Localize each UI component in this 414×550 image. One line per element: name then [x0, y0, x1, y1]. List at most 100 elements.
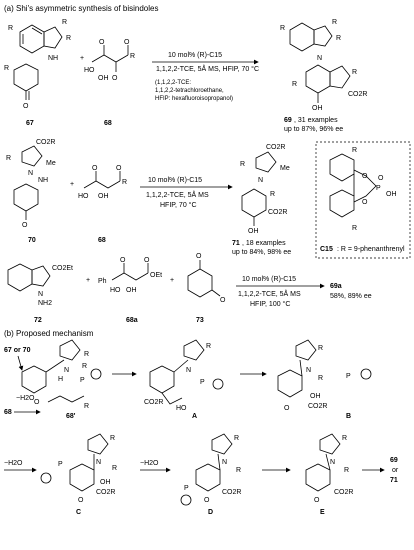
atom-R5: R	[130, 53, 135, 60]
compound-73: O O 73	[187, 253, 226, 324]
p71-atom-CO2R: CO2R	[266, 144, 285, 151]
p69-atom-R1: R	[332, 19, 337, 26]
r72-atom-NH2: NH2	[38, 300, 52, 307]
mD-atom-N: N	[222, 459, 227, 466]
label-E: E	[320, 509, 325, 516]
label-68: 68	[104, 120, 112, 127]
reaction1-note2: 1,1,2,2-tetrachloroethane,	[155, 88, 224, 94]
mD-atom-R1: R	[234, 435, 239, 442]
atom-R2: R	[66, 35, 71, 42]
mB-atom-O: O	[284, 405, 290, 412]
catalyst-dot-1	[90, 368, 102, 380]
section-b-title: (b) Proposed mechanism	[4, 329, 94, 338]
atom-OH: OH	[98, 75, 109, 82]
compound-68-second: O O R HO OH 68	[78, 165, 127, 244]
mA-atom-HO: HO	[176, 405, 187, 412]
mech-start-arrow	[17, 355, 24, 371]
cat-atom-R2: R	[352, 225, 357, 232]
catalyst-box-frame	[315, 141, 411, 259]
atom-HO: HO	[84, 67, 95, 74]
atom-O-68c: O	[124, 39, 130, 46]
p69-atom-N: N	[317, 55, 322, 62]
cat-atom-R1: R	[352, 147, 357, 154]
m68p-atom-O: O	[34, 399, 40, 406]
catalyst-dot-A	[212, 378, 224, 390]
intermediate-A: R N CO2R HO P A	[144, 339, 224, 420]
intermediate-B: R N R P OH CO2R O B	[277, 339, 372, 420]
mC-atom-O: O	[78, 497, 84, 504]
label-68-second: 68	[98, 237, 106, 244]
section-a-title: (a) Shi's asymmetric synthesis of bisind…	[4, 4, 158, 13]
r68a-atom-HO: HO	[110, 287, 121, 294]
atom-O-68b: O	[112, 75, 118, 82]
m68p-atom-R5: R	[84, 403, 89, 410]
r73-atom-O2: O	[220, 297, 226, 304]
reaction3-catalyst: 10 mol% (R)-C15	[242, 276, 296, 283]
catalyst-dot-D	[180, 494, 192, 506]
atom-R1: R	[62, 19, 67, 26]
r68a-atom-O1: O	[120, 257, 126, 264]
r68b-atom-R5: R	[122, 179, 127, 186]
r68a-atom-OH: OH	[126, 287, 137, 294]
cat-atom-O2: O	[362, 199, 368, 206]
m68p-atom-R1: R	[82, 363, 87, 370]
reaction3-conditions2: HFIP, 100 °C	[250, 300, 290, 308]
intermediate-E: R N R CO2R O E	[305, 433, 353, 516]
catalyst-desc: : R = 9-phenanthrenyl	[337, 246, 405, 253]
cat-atom-O1: O	[362, 173, 368, 180]
p69-yield: up to 87%, 96% ee	[284, 126, 343, 133]
catalyst-dot-C	[40, 472, 52, 484]
reaction2-catalyst: 10 mol% (R)-C15	[148, 177, 202, 184]
mE-atom-N: N	[330, 459, 335, 466]
mech-final-69: 69	[390, 457, 398, 464]
label-68prime: 68'	[66, 413, 76, 420]
r68a-atom-OEt: OEt	[150, 272, 162, 279]
p69-atom-CO2R: CO2R	[348, 91, 367, 98]
reaction2-conditions2: HFIP, 70 °C	[160, 201, 197, 209]
reaction3-conditions1: 1,1,2,2-TCE, 5Å MS	[238, 289, 301, 298]
r68a-atom-O2: O	[144, 257, 150, 264]
compound-72: CO2Et N NH2 72	[7, 263, 73, 324]
plus-1: +	[80, 55, 84, 62]
r70-atom-N: N	[28, 170, 33, 177]
p71-atom-CO2R-b: CO2R	[268, 209, 287, 216]
mD-atom-CO2R: CO2R	[222, 489, 241, 496]
mE-atom-R2: R	[344, 467, 349, 474]
p71-atom-Me: Me	[280, 165, 290, 172]
label-C: C	[76, 509, 81, 516]
mA-atom-N: N	[186, 367, 191, 374]
r70-atom-R1: R	[6, 155, 11, 162]
mech-final-or: or	[392, 467, 399, 474]
label-72: 72	[34, 317, 42, 324]
m68p-atom-N: N	[64, 367, 69, 374]
p69-atom-R2: R	[336, 35, 341, 42]
reaction2-conditions1: 1,1,2,2-TCE, 5Å MS	[146, 190, 209, 199]
p71-atom-OH: OH	[248, 228, 259, 235]
cat-atom-O3: O	[378, 175, 384, 182]
mE-atom-O: O	[314, 497, 320, 504]
catalyst-c15-box: R O O P O OH R C15 : R = 9-phenanthrenyl	[315, 141, 411, 259]
reaction1-note3: HFIP: hexafluoroisopropanol)	[155, 96, 233, 102]
label-67: 67	[26, 120, 34, 127]
r70-atom-NH: NH	[38, 177, 48, 184]
intermediate-68prime: R R N H P O R 68'	[21, 339, 102, 420]
r72-atom-N: N	[38, 291, 43, 298]
label-71: 71	[232, 240, 240, 247]
p71-atom-R1: R	[240, 161, 245, 168]
mech-final-71: 71	[390, 477, 398, 484]
mB-atom-CO2R: CO2R	[308, 403, 327, 410]
mB-atom-N: N	[306, 367, 311, 374]
mech-reagent-68: 68	[4, 409, 12, 416]
r68b-atom-O1: O	[92, 165, 98, 172]
r68b-atom-OH: OH	[98, 193, 109, 200]
mE-atom-CO2R: CO2R	[334, 489, 353, 496]
mC-atom-R2: R	[112, 465, 117, 472]
label-69: 69	[284, 117, 292, 124]
mD-atom-P: P	[184, 485, 189, 492]
mD-atom-R2: R	[236, 467, 241, 474]
atom-O: O	[23, 103, 29, 110]
p69-atom-R: R	[280, 25, 285, 32]
compound-68a: Ph O O OEt HO OH 68a	[98, 257, 162, 324]
compound-68: O O O R HO OH 68	[84, 39, 135, 127]
r68b-atom-HO: HO	[78, 193, 89, 200]
